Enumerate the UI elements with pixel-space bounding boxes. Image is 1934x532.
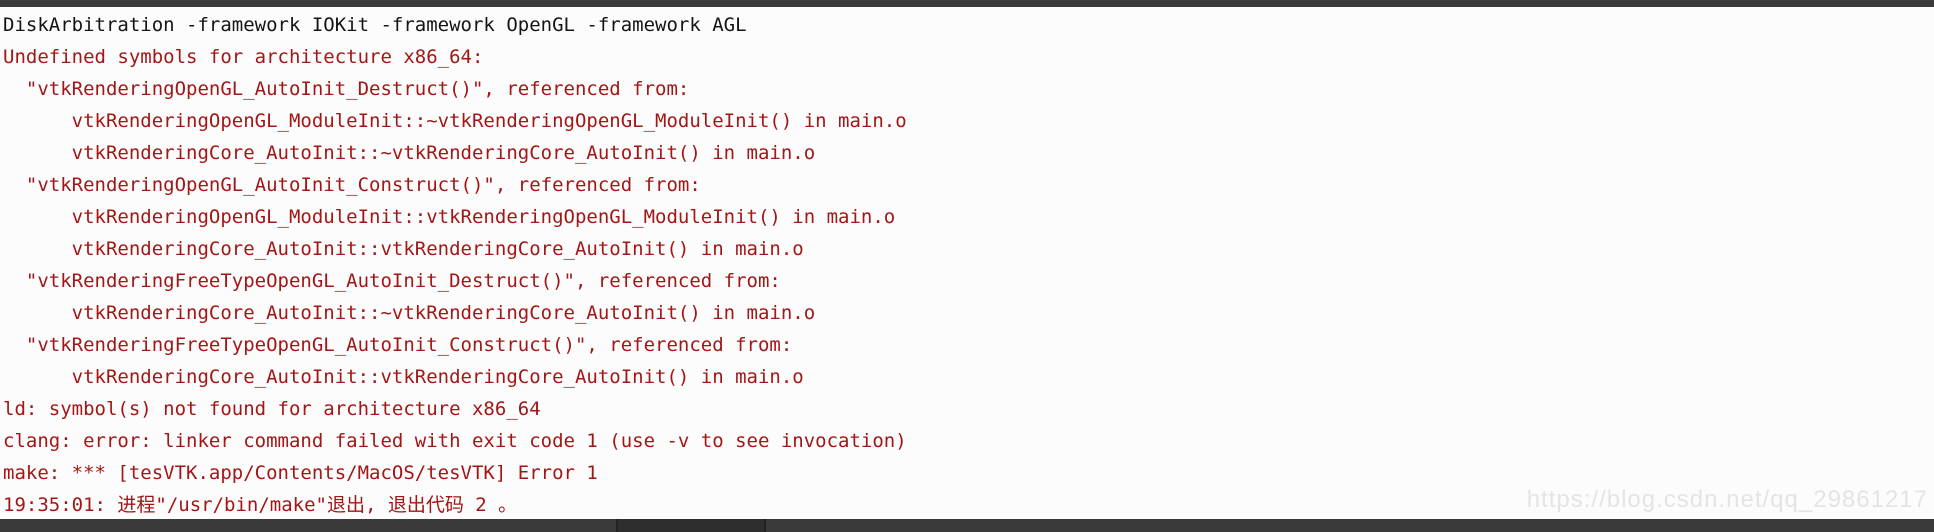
top-dark-bar — [0, 0, 1934, 7]
console-output[interactable]: DiskArbitration -framework IOKit -framew… — [0, 7, 1934, 519]
console-line: make: *** [tesVTK.app/Contents/MacOS/tes… — [3, 462, 598, 484]
console-line: vtkRenderingCore_AutoInit::~vtkRendering… — [3, 142, 816, 164]
console-line: "vtkRenderingFreeTypeOpenGL_AutoInit_Con… — [3, 334, 793, 356]
console-line: vtkRenderingCore_AutoInit::~vtkRendering… — [3, 302, 816, 324]
console-line: "vtkRenderingFreeTypeOpenGL_AutoInit_Des… — [3, 270, 781, 292]
console-line: clang: error: linker command failed with… — [3, 430, 907, 452]
console-line: "vtkRenderingOpenGL_AutoInit_Construct()… — [3, 174, 701, 196]
console-line: "vtkRenderingOpenGL_AutoInit_Destruct()"… — [3, 78, 690, 100]
console-line: vtkRenderingCore_AutoInit::vtkRenderingC… — [3, 238, 804, 260]
console-line: vtkRenderingOpenGL_ModuleInit::~vtkRende… — [3, 110, 907, 132]
console-line: vtkRenderingOpenGL_ModuleInit::vtkRender… — [3, 206, 896, 228]
console-line: vtkRenderingCore_AutoInit::vtkRenderingC… — [3, 366, 804, 388]
bottom-dark-bar — [0, 519, 1934, 532]
console-line: Undefined symbols for architecture x86_6… — [3, 46, 484, 68]
scrollbar-thumb[interactable] — [616, 519, 766, 532]
console-line: DiskArbitration -framework IOKit -framew… — [3, 14, 747, 36]
console-line: 19:35:01: 进程"/usr/bin/make"退出, 退出代码 2 。 — [3, 494, 518, 516]
console-line: ld: symbol(s) not found for architecture… — [3, 398, 541, 420]
